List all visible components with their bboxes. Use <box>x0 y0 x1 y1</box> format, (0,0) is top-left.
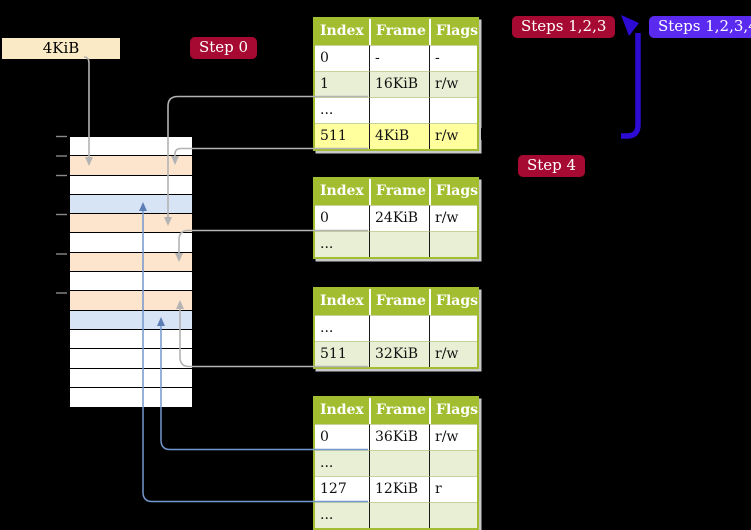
table-cell: 511 <box>315 123 369 149</box>
memory-tick-marks <box>56 135 67 294</box>
column-header-flags: Flags <box>429 179 478 205</box>
memory-frame-row-white <box>70 349 192 369</box>
steps-123-badge: Steps 1,2,3 <box>512 16 616 38</box>
table-cell: 1 <box>315 71 369 97</box>
table-cell <box>429 450 477 476</box>
steps-1234-badge: Steps 1,2,3,4 <box>649 16 751 38</box>
table-cell: r <box>429 476 477 502</box>
column-header-index: Index <box>315 19 369 45</box>
arrowhead-recursive-loop-icon <box>621 15 639 36</box>
column-header-flags: Flags <box>429 289 478 315</box>
column-header-frame: Frame <box>369 19 429 45</box>
table-cell: ... <box>315 97 369 123</box>
memory-frame-row-white <box>70 233 192 253</box>
table-cell: 0 <box>315 424 369 450</box>
memory-frame-row-blue <box>70 310 192 330</box>
table-cell: r/w <box>429 424 477 450</box>
table-cell: r/w <box>429 341 477 367</box>
column-header-index: Index <box>315 398 369 424</box>
memory-frame-row-white <box>70 387 192 408</box>
step-4-badge: Step 4 <box>518 155 586 177</box>
table-cell <box>429 502 477 528</box>
table-cell: 16KiB <box>369 71 429 97</box>
table-cell <box>369 231 429 257</box>
table-cell: 0 <box>315 45 369 71</box>
table-cell <box>429 231 477 257</box>
step-0-badge: Step 0 <box>190 37 258 59</box>
arrow-recursive-loop <box>621 33 641 139</box>
table-cell: 32KiB <box>369 341 429 367</box>
table-cell <box>369 97 429 123</box>
memory-frame-row-white <box>70 368 192 388</box>
table-cell: r/w <box>429 71 477 97</box>
frame-address-label: 4KiB <box>2 38 120 59</box>
table-cell <box>369 315 429 341</box>
arrowhead-recursive-black-icon <box>481 128 490 140</box>
memory-frame-row-white <box>70 175 192 195</box>
table-cell: - <box>369 45 429 71</box>
column-header-frame: Frame <box>369 398 429 424</box>
table-cell: ... <box>315 502 369 528</box>
memory-frame-row-white <box>70 329 192 350</box>
table-cell <box>429 97 477 123</box>
table-cell <box>369 450 429 476</box>
table-cell <box>369 502 429 528</box>
table-cell: 511 <box>315 341 369 367</box>
column-header-flags: Flags <box>429 19 478 45</box>
memory-frame-row-white <box>70 137 192 157</box>
table-cell: ... <box>315 315 369 341</box>
table-cell: - <box>429 45 477 71</box>
table-cell: 0 <box>315 205 369 231</box>
column-header-index: Index <box>315 179 369 205</box>
physical-memory-column <box>69 136 193 409</box>
column-header-flags: Flags <box>429 398 478 424</box>
memory-frame-row-blue <box>70 194 192 215</box>
column-header-frame: Frame <box>369 289 429 315</box>
table-cell: r/w <box>429 123 477 149</box>
memory-frame-row-white <box>70 272 192 292</box>
table-cell: 127 <box>315 476 369 502</box>
table-cell: 12KiB <box>369 476 429 502</box>
column-header-index: Index <box>315 289 369 315</box>
table-cell: 36KiB <box>369 424 429 450</box>
table-cell: 4KiB <box>369 123 429 149</box>
table-cell: 24KiB <box>369 205 429 231</box>
table-cell: r/w <box>429 205 477 231</box>
memory-frame-row-peach <box>70 291 192 311</box>
column-header-frame: Frame <box>369 179 429 205</box>
table-cell <box>429 315 477 341</box>
table-cell: ... <box>315 450 369 476</box>
memory-frame-row-peach <box>70 156 192 176</box>
memory-frame-row-peach <box>70 252 192 273</box>
memory-frame-row-peach <box>70 214 192 234</box>
table-cell: ... <box>315 231 369 257</box>
